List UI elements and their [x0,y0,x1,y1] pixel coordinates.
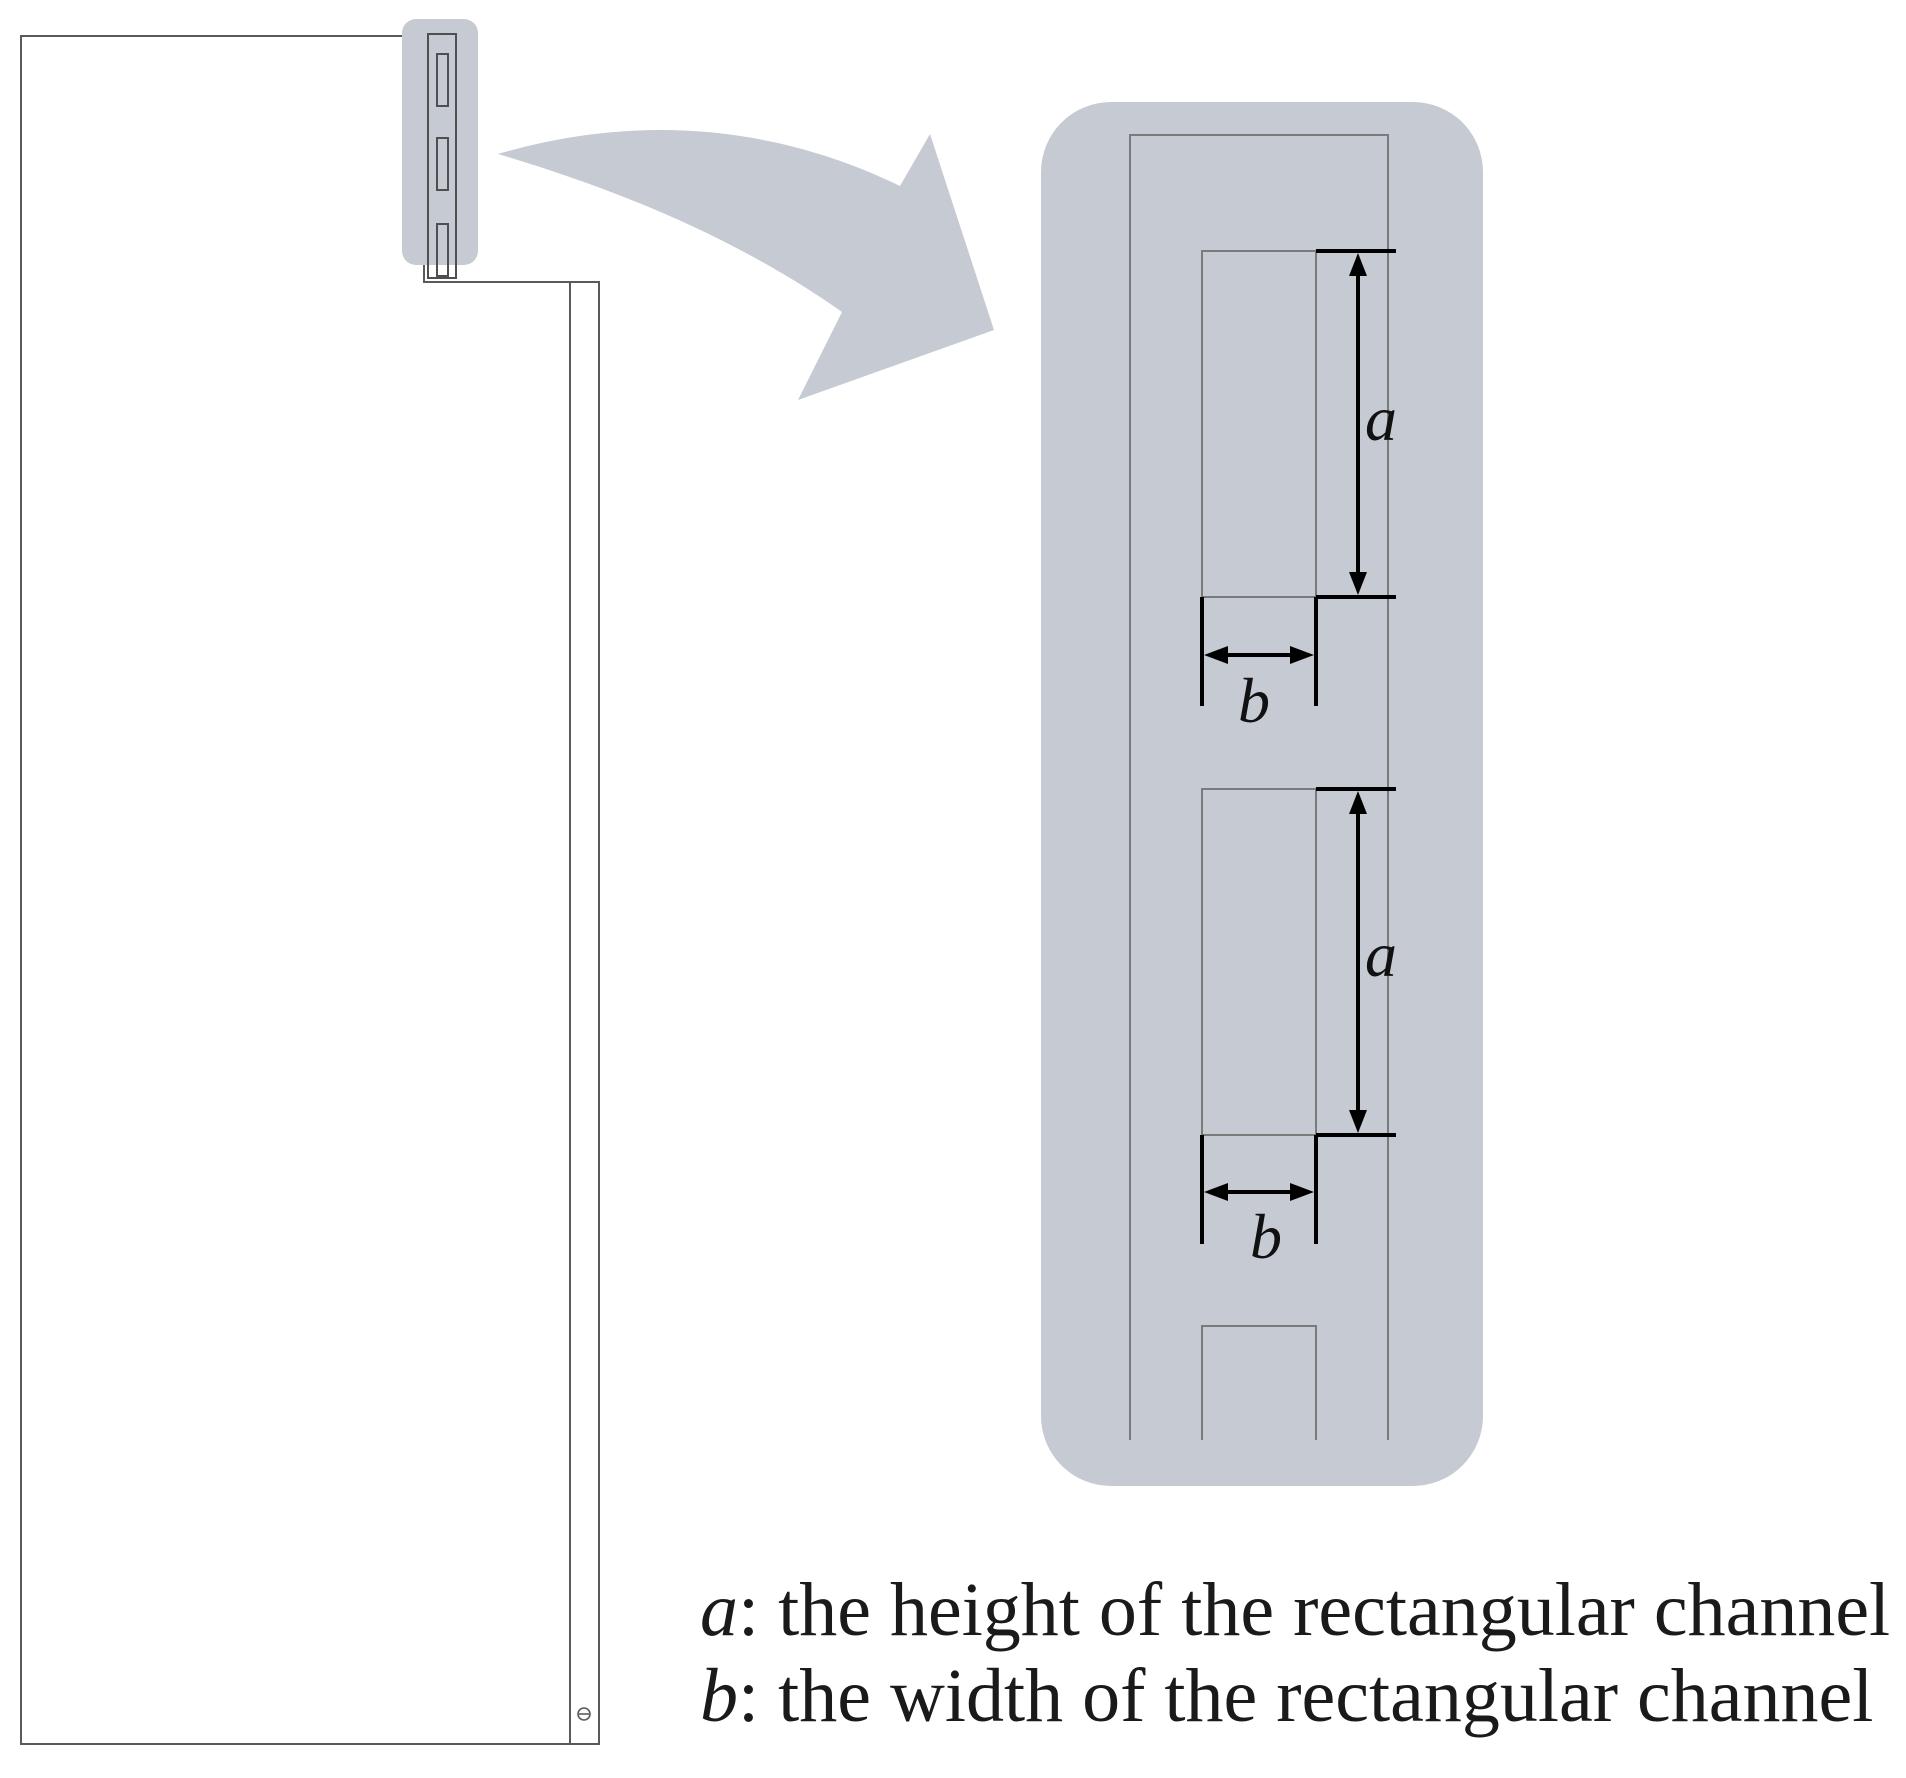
label-a-bottom: a [1365,919,1397,990]
arrowhead-b-top-right [1290,646,1314,664]
plate-outline [20,35,600,1745]
label-a-top: a [1365,383,1397,454]
label-b-top: b [1238,665,1270,736]
zoom-arrow [498,130,994,400]
channel-strip-small [427,33,457,279]
dimension-b-bottom [1200,1135,1318,1244]
legend-text-a: : the height of the rectangular channel [738,1568,1891,1652]
legend-line-height: a: the height of the rectangular channel [700,1572,1890,1648]
screw-icon [577,1707,591,1721]
legend-text-b: : the width of the rectangular channel [738,1654,1874,1738]
dimension-a-bottom [1316,787,1396,1137]
label-b-bottom: b [1250,1201,1282,1272]
arrowhead-a-bottom-down [1349,1110,1367,1133]
highlight-region [402,19,478,265]
arrowhead-a-bottom-up [1349,791,1367,814]
legend-symbol-b: b [700,1654,738,1738]
arrowhead-b-top-left [1204,646,1228,664]
arrowhead-a-top-down [1349,572,1367,595]
dimension-b-top [1200,597,1318,706]
legend-symbol-a: a [700,1568,738,1652]
arrowhead-a-top-up [1349,253,1367,276]
dimension-a-top [1316,249,1396,599]
arrowhead-b-bottom-right [1290,1183,1314,1201]
legend-line-width: b: the width of the rectangular channel [700,1658,1873,1734]
detail-panel [1041,102,1483,1486]
arrowhead-b-bottom-left [1204,1183,1228,1201]
